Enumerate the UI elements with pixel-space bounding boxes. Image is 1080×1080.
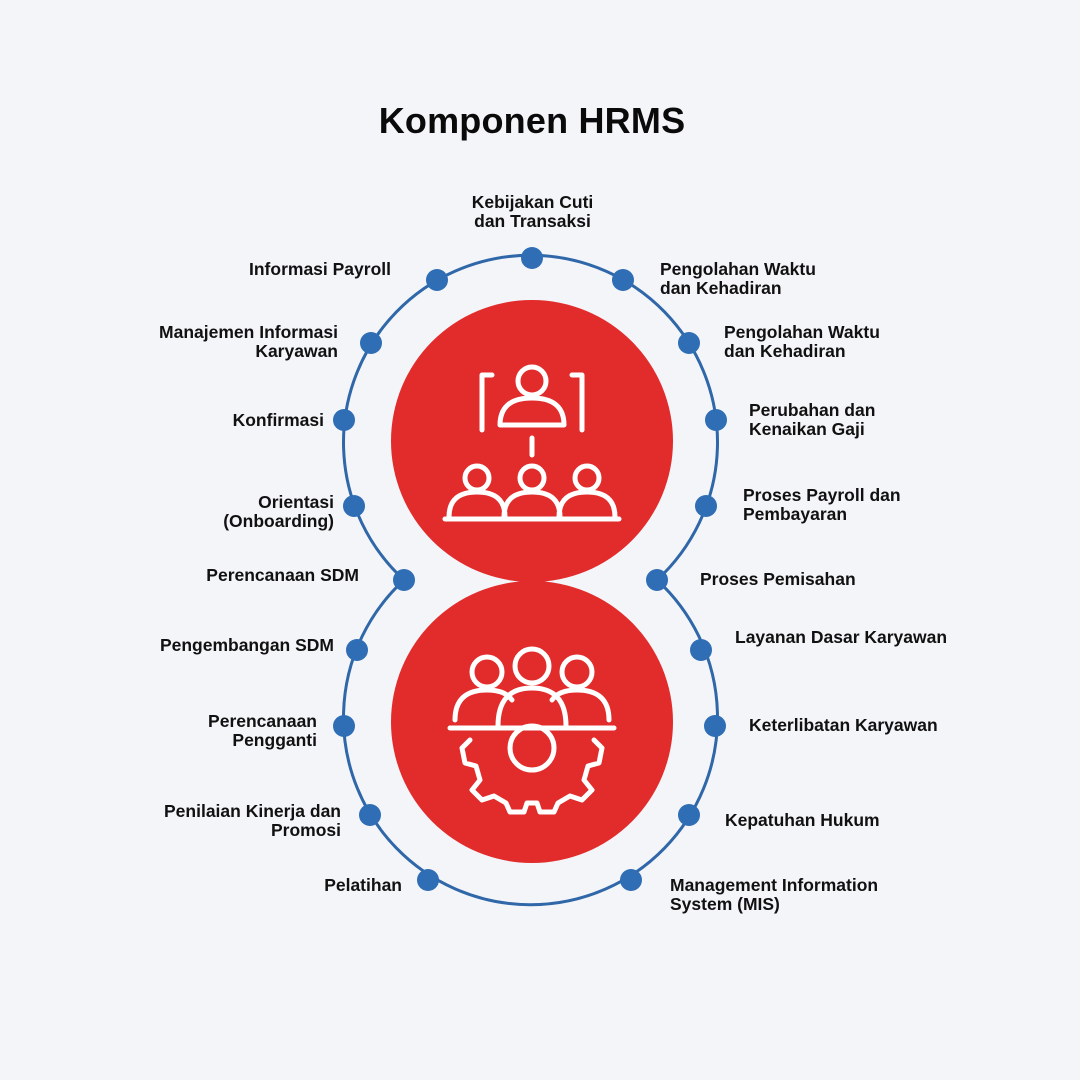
dot-left-3 [333,409,355,431]
label-right-4: Proses Payroll dan Pembayaran [743,485,901,524]
dot-left-2 [360,332,382,354]
dot-left-9 [417,869,439,891]
label-right-7: Keterlibatan Karyawan [749,715,938,735]
dot-right-9 [620,869,642,891]
ring-dots [333,247,727,891]
label-left-6: Pengembangan SDM [159,635,334,655]
dot-left-6 [346,639,368,661]
dot-right-3 [705,409,727,431]
label-right-6: Layanan Dasar Karyawan [735,627,948,647]
lower-ring [342,578,719,907]
dot-right-5 [646,569,668,591]
label-left-3: Konfirmasi [232,410,324,430]
label-right-9: Management Information System (MIS) [670,875,879,914]
label-left-1: Informasi Payroll [249,259,391,279]
dot-right-1 [612,269,634,291]
label-right-8: Kepatuhan Hukum [725,810,880,830]
label-left-7: Perencanaan Pengganti [208,711,317,750]
dot-right-2 [678,332,700,354]
label-left-9: Pelatihan [324,875,402,895]
dot-left-7 [333,715,355,737]
dot-left-4 [343,495,365,517]
dot-right-6 [690,639,712,661]
page-title: Komponen HRMS [378,100,686,141]
label-left-2: Manajemen Informasi Karyawan [159,322,338,361]
dot-right-8 [678,804,700,826]
dot-right-7 [704,715,726,737]
team-gear-icon [447,646,617,815]
label-top-center: Kebijakan Cuti dan Transaksi [471,192,594,231]
dot-left-8 [359,804,381,826]
label-left-8: Penilaian Kinerja dan Promosi [164,801,341,840]
dot-left-5 [393,569,415,591]
org-chart-people-icon [442,364,622,522]
label-left-4: Orientasi (Onboarding) [223,492,334,531]
label-right-3: Perubahan dan Kenaikan Gaji [749,400,876,439]
label-right-5: Proses Pemisahan [700,569,856,589]
dot-left-1 [426,269,448,291]
label-right-1: Pengolahan Waktu dan Kehadiran [660,259,816,298]
dot-right-4 [695,495,717,517]
label-right-2: Pengolahan Waktu dan Kehadiran [724,322,880,361]
bottom-red-circle [391,581,673,863]
label-left-5: Perencanaan SDM [206,565,359,585]
dot-top [521,247,543,269]
